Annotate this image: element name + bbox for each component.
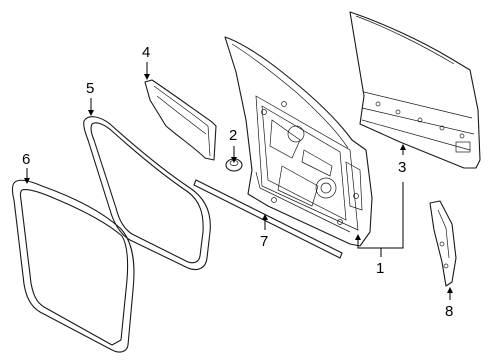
leader-1 <box>357 240 382 257</box>
part-7-molding <box>193 179 343 259</box>
callout-1: 1 <box>376 260 384 277</box>
part-8-bracket <box>429 200 457 287</box>
callout-7: 7 <box>260 233 268 250</box>
callout-3: 3 <box>398 159 406 176</box>
part-4-glass-channel <box>144 79 217 161</box>
leader-lines <box>24 62 453 300</box>
callout-labels: 1 2 3 4 5 6 7 8 <box>22 44 453 320</box>
callout-5: 5 <box>86 80 94 97</box>
part-3-door-skin <box>349 11 481 169</box>
callout-4: 4 <box>142 44 150 61</box>
part-1-door-frame <box>224 36 373 247</box>
part-6-outer-weatherstrip <box>11 179 135 353</box>
part-5-door-seal <box>83 116 211 271</box>
callout-6: 6 <box>22 151 30 168</box>
callout-2: 2 <box>229 127 237 144</box>
callout-8: 8 <box>445 303 453 320</box>
